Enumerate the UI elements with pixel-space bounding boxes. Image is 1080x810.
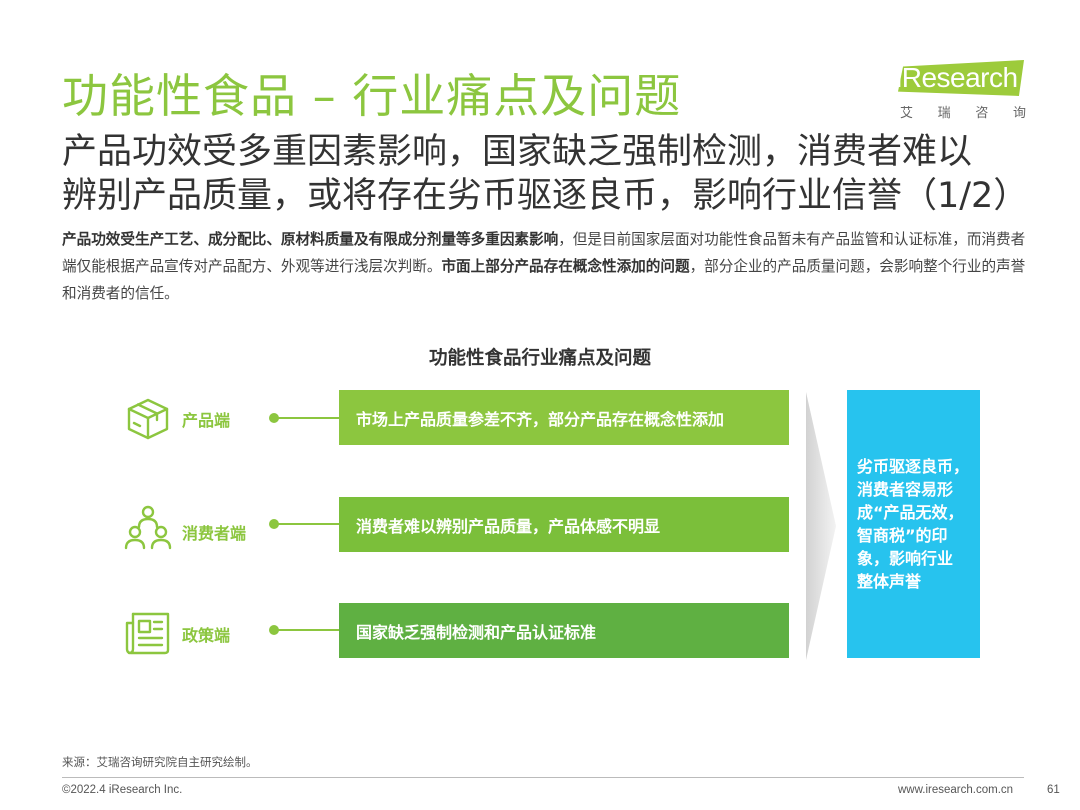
logo-subtitle: 艾 瑞 咨 询: [900, 102, 1026, 121]
box-icon: [127, 398, 169, 440]
description-bold-2: 市面上部分产品存在概念性添加的问题: [441, 258, 690, 275]
bar-product: 市场上产品质量参差不齐，部分产品存在概念性添加: [339, 390, 789, 445]
description-text-2: ，部分企业的产品质量问题，会影响整个行业的声誉和消费者的信任。: [62, 258, 1026, 302]
result-line: 象，影响行业: [857, 549, 954, 568]
website-link[interactable]: www.iresearch.com.cn: [898, 784, 1014, 796]
source-note: 来源：艾瑞咨询研究院自主研究绘制。: [62, 755, 258, 769]
subtitle-line-1: 产品功效受多重因素影响，国家缺乏强制检测，消费者难以: [62, 132, 973, 172]
logo-sub-char: 瑞: [937, 106, 951, 121]
bar-policy: 国家缺乏强制检测和产品认证标准: [339, 603, 789, 658]
copyright: ©2022.4 iResearch Inc.: [62, 784, 183, 796]
bar-consumer: 消费者难以辨别产品质量，产品体感不明显: [339, 497, 789, 552]
connector-consumer: [269, 519, 344, 529]
newspaper-icon: [125, 612, 170, 655]
chart-title: 功能性食品行业痛点及问题: [428, 348, 651, 369]
row-label-product: 产品端: [182, 411, 231, 430]
connector-policy: [269, 625, 344, 635]
row-label-policy: 政策端: [182, 626, 231, 645]
page-title: 功能性食品 – 行业痛点及问题: [62, 69, 682, 123]
people-group-icon: [124, 505, 172, 550]
description-bold-1: 产品功效受生产工艺、成分配比、原材料质量及有限成分剂量等多重因素影响: [62, 231, 559, 248]
page-number: 61: [1047, 784, 1060, 796]
logo-sub-char: 询: [1012, 106, 1026, 121]
result-line: 劣币驱逐良币，: [857, 457, 970, 476]
logo-band: [898, 60, 1024, 96]
subtitle-line-2: 辨别产品质量，或将存在劣币驱逐良币，影响行业信誉（1/2）: [62, 176, 1029, 216]
row-label-consumer: 消费者端: [182, 524, 247, 543]
page-subtitle: 产品功效受多重因素影响，国家缺乏强制检测，消费者难以 辨别产品质量，或将存在劣币…: [62, 130, 1062, 218]
iresearch-logo: iResearch 艾 瑞 咨 询: [892, 58, 1032, 124]
connector-product: [269, 413, 344, 423]
logo-brand-text: iResearch: [896, 62, 1018, 93]
description-text-1: ，但是目前国家层面对功能性食品暂未有产品监管和认证标准，而消费者端仅能根据产品宣…: [62, 231, 1026, 275]
result-text: 劣币驱逐良币， 消费者容易形 成“产品无效， 智商税”的印 象，影响行业 整体声…: [857, 455, 969, 593]
logo-sub-char: 艾: [900, 106, 914, 121]
flow-arrow: [806, 392, 836, 660]
result-box: 劣币驱逐良币， 消费者容易形 成“产品无效， 智商税”的印 象，影响行业 整体声…: [847, 390, 980, 658]
footer-divider: [62, 777, 1024, 778]
result-line: 消费者容易形: [857, 480, 954, 499]
result-line: 整体声誉: [857, 572, 922, 591]
description-paragraph: 产品功效受生产工艺、成分配比、原材料质量及有限成分剂量等多重因素影响，但是目前国…: [62, 226, 1037, 307]
logo-sub-char: 咨: [975, 106, 989, 121]
result-line: 成“产品无效，: [857, 503, 964, 522]
result-line: 智商税”的印: [857, 526, 948, 545]
